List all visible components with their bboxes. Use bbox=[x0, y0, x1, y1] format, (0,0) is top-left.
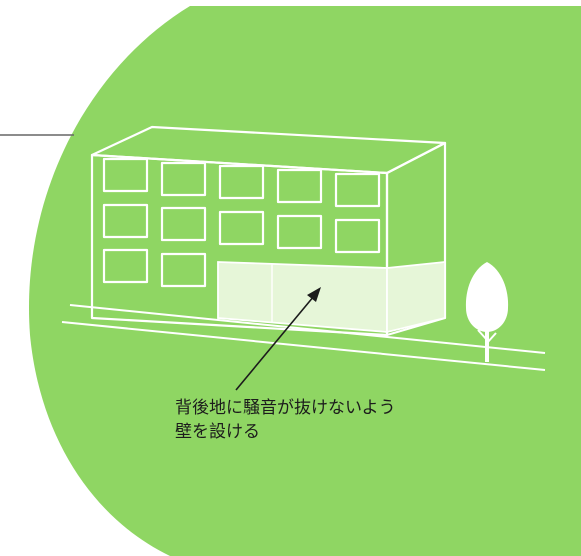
window bbox=[102, 157, 149, 193]
sound-wall bbox=[217, 261, 446, 334]
window bbox=[334, 172, 381, 208]
window bbox=[160, 252, 207, 288]
window bbox=[102, 203, 149, 239]
window bbox=[160, 206, 207, 242]
window bbox=[218, 210, 265, 246]
tree-icon bbox=[465, 262, 509, 362]
sound-wall-side bbox=[386, 261, 446, 334]
tree-canopy bbox=[465, 262, 509, 332]
annotation-line-1: 背後地に騒音が抜けないよう bbox=[175, 398, 396, 418]
leader-arrow bbox=[235, 287, 321, 391]
window bbox=[218, 164, 265, 200]
window bbox=[276, 168, 323, 204]
window bbox=[334, 218, 381, 254]
window bbox=[102, 248, 149, 284]
window bbox=[160, 161, 207, 197]
window bbox=[276, 214, 323, 250]
annotation-caption: 背後地に騒音が抜けないよう 壁を設ける bbox=[175, 396, 475, 444]
arrowhead-icon bbox=[307, 287, 321, 302]
annotation-line-2: 壁を設ける bbox=[175, 422, 260, 442]
ground-lines bbox=[61, 304, 546, 371]
